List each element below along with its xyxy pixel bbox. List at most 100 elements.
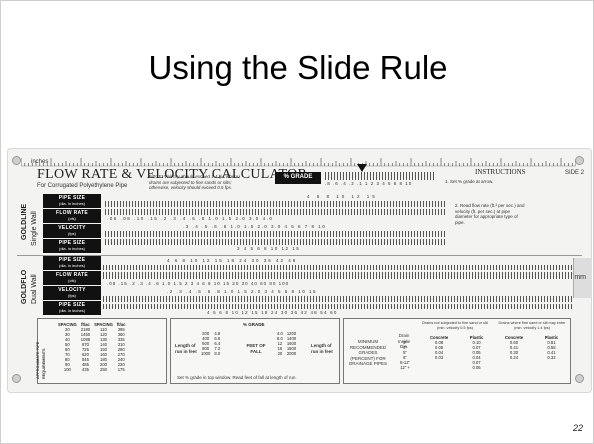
fall-center-label: FEET OF FALL	[246, 343, 266, 354]
fall-right-row-cell: 1800	[286, 346, 297, 351]
gl-size-2-scale	[105, 239, 445, 245]
spacing-row-cell: 290	[117, 347, 125, 352]
fall-left-row-cell: 7.2	[214, 346, 221, 351]
velocity-note: NOTE: Velocity should exceed 1.4 fps whe…	[149, 174, 239, 190]
fall-left-row-cell: 1000	[201, 351, 211, 356]
spacing-row-cell: 200	[100, 362, 107, 367]
min-grade-row-cell: 0.41	[547, 350, 556, 355]
spacing-row-cell: 100	[63, 367, 71, 372]
spacing-row-cell: 160	[100, 352, 107, 357]
spacing-side-label: APPROXIMATE PIPE REQUIREMENTS	[36, 341, 46, 379]
spacing-row-cell: 90	[65, 362, 70, 367]
spacing-row-cell: 175	[117, 367, 125, 372]
min-grade-row-cell: 0.08	[435, 340, 444, 345]
spacing-row-cell: 250	[100, 367, 107, 372]
min-grade-row-cell: 0.05	[435, 345, 444, 350]
min-grades-subheader-cell: Concrete	[504, 335, 524, 340]
gl-row-title: PIPE SIZE	[58, 240, 86, 246]
spacing-table-panel: APPROXIMATE PIPE REQUIREMENTS SPACING ft…	[36, 318, 167, 384]
fall-left-row-cell: 5.6	[214, 336, 221, 341]
min-grades-subheader: Concrete Plastic Concrete Plastic	[392, 335, 568, 340]
gf-row-sub: (cfs)	[68, 278, 76, 283]
spacing-row-cell: 60	[65, 347, 70, 352]
spacing-row-cell: 150	[100, 347, 107, 352]
fall-right-row-cell: 20	[277, 351, 283, 356]
min-grade-row-cell: 0.03	[435, 355, 444, 360]
grade-window-scale[interactable]	[325, 172, 435, 180]
spacing-row: 70 620 160 270	[56, 352, 128, 357]
gl-size-2-numbers: 3 4 5 6 8 10 12 15	[237, 246, 301, 251]
spacing-row-cell: 70	[65, 352, 70, 357]
fall-right-row-cell: 1600	[286, 341, 297, 346]
spacing-row-cell: 20	[65, 327, 70, 332]
fall-left-row-cell: 200	[202, 331, 210, 336]
spacing-row-cell: 270	[117, 352, 125, 357]
spacing-header-row: SPACING ft/ac SPACING ft/ac	[56, 322, 128, 327]
gl-row-sub: (cfs)	[68, 216, 76, 221]
grade-window-numbers: .8 .6 .4 .2 .1 1 2 3 4 5 6 8 10	[325, 181, 413, 186]
fall-right-row-cell: 8.0	[277, 336, 283, 341]
min-grade-row-cell: 0.04	[472, 355, 481, 360]
min-grade-row-cell: 0.07	[472, 345, 481, 350]
gf-row-sub: (dia. in inches)	[58, 263, 85, 268]
fall-right-row-cell: 12	[277, 341, 283, 346]
inches-label: inches	[31, 159, 49, 165]
col-not-subj-header: Drains not subjected to fine sand or sil…	[422, 321, 488, 330]
min-grade-row: 12" +0.05	[392, 365, 568, 370]
spacing-header: SPACING	[94, 322, 113, 327]
min-grade-row-cell: 4"	[403, 345, 407, 350]
calculator-subbrand: For Corrugated Polyethylene Pipe	[37, 183, 128, 189]
fall-left-row-cell: 8.0	[214, 351, 221, 356]
min-grade-row-cell	[418, 365, 460, 370]
min-grade-row-cell: 3"	[403, 340, 407, 345]
gf-row-sub: (dia. in inches)	[58, 308, 85, 313]
goldline-sub: Single Wall	[31, 211, 38, 246]
col-subj-header: Drains where fine sand or silt may enter…	[498, 321, 566, 330]
spacing-row-cell: 310	[117, 342, 125, 347]
spacing-row-cell: 725	[81, 347, 89, 352]
gf-row-title: PIPE SIZE	[58, 302, 86, 308]
min-grade-row-cell: 0.30	[509, 350, 519, 355]
gf-row-title: VELOCITY	[58, 287, 86, 293]
pct-grade-box: % GRADE	[275, 172, 321, 184]
spacing-row-cell: 620	[81, 352, 89, 357]
fall-left-row-cell: 400	[202, 336, 210, 341]
gl-pipe-size-label: PIPE SIZE(dia. in inches)	[43, 194, 101, 208]
fall-left-row: 400 5.6	[199, 336, 222, 341]
spacing-row-cell: 240	[117, 357, 125, 362]
slider-handle[interactable]	[573, 258, 592, 298]
grade-arrow-icon	[357, 164, 367, 172]
spacing-row-cell: 1089	[80, 337, 91, 342]
gl-flow-rate-label: FLOW RATE(cfs)	[43, 209, 101, 223]
rivet-icon	[12, 156, 21, 165]
gf-flow-rate-label: FLOW RATE(cfs)	[43, 271, 101, 285]
gf-velocity-numbers: .2 .3 .4 .5 .6 .8 1.0 1.5 2.0 3 4 5 6 8 …	[167, 289, 318, 294]
min-grades-table: Concrete Plastic Concrete Plastic 3" 0.08…	[392, 335, 568, 370]
min-grades-subheader-cell: Concrete	[430, 335, 449, 340]
min-grades-subheader-cell: Plastic	[469, 335, 484, 340]
min-grade-row-cell: 0.81	[547, 340, 556, 345]
spacing-row-cell: 2180	[80, 327, 91, 332]
page-number: 22	[572, 423, 583, 433]
gf-pipe-size-label: PIPE SIZE(dia. in inches)	[43, 256, 101, 270]
min-grade-row-cell: 0.55	[547, 345, 556, 350]
min-grade-row-cell: 0.10	[472, 340, 481, 345]
rivet-icon	[12, 374, 21, 383]
min-grade-row-cell: 0.05	[472, 365, 481, 370]
min-grade-row-cell: 8-12"	[400, 360, 411, 365]
fall-header: % GRADE	[243, 322, 265, 327]
min-grade-row: 8-12"0.07	[392, 360, 568, 365]
gl-velocity-label: VELOCITY(fps)	[43, 224, 101, 238]
instructions-title: INSTRUCTIONS	[475, 168, 526, 176]
spacing-row-cell: 40	[65, 337, 70, 342]
spacing-row-cell: 50	[65, 342, 70, 347]
side-label: SIDE 2	[564, 170, 584, 176]
min-grade-row-cell	[535, 365, 568, 370]
